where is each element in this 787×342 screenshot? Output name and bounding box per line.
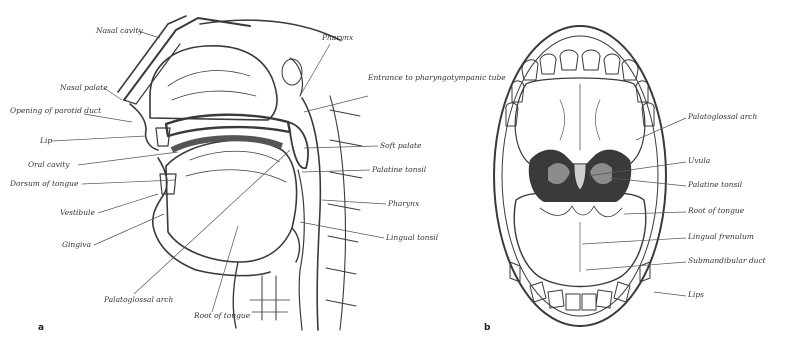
label-root-of-tongue-b: Root of tongue [687,206,745,215]
label-submandibular-duct: Submandibular duct [688,256,767,265]
label-oral-cavity: Oral cavity [28,160,70,169]
label-lips: Lips [687,290,704,299]
label-palatine-tonsil: Palatine tonsil [371,165,427,174]
label-pharynx-top: Pharynx [321,33,354,42]
label-uvula: Uvula [688,156,710,165]
label-palatoglossal-arch-b: Palatoglossal arch [687,112,758,121]
label-parotid-duct: Opening of parotid duct [10,106,102,115]
label-palatine-tonsil-b: Palatine tonsil [687,180,743,189]
label-pharyngotympanic-tube: Entrance to pharyngotympanic tube [367,73,506,82]
label-nasal-palate: Nasal palate [59,83,108,92]
panel-label-b: b [484,323,491,333]
label-root-of-tongue-a: Root of tongue [193,311,251,320]
label-dorsum-of-tongue: Dorsum of tongue [9,179,79,188]
label-nasal-cavity: Nasal cavity [95,26,143,35]
open-mouth-illustration [494,26,666,326]
label-lip: Lip [39,136,52,145]
label-vestibule: Vestibule [60,208,95,217]
panel-label-a: a [38,323,44,333]
label-palatoglossal-arch-a: Palatoglossal arch [103,295,174,304]
label-pharynx: Pharynx [387,199,420,208]
sagittal-head-illustration [118,16,362,330]
label-gingiva: Gingiva [62,240,91,249]
label-soft-palate: Soft palate [380,141,422,150]
label-lingual-tonsil: Lingual tonsil [385,233,439,242]
label-lingual-frenulum: Lingual frenulum [687,232,754,241]
